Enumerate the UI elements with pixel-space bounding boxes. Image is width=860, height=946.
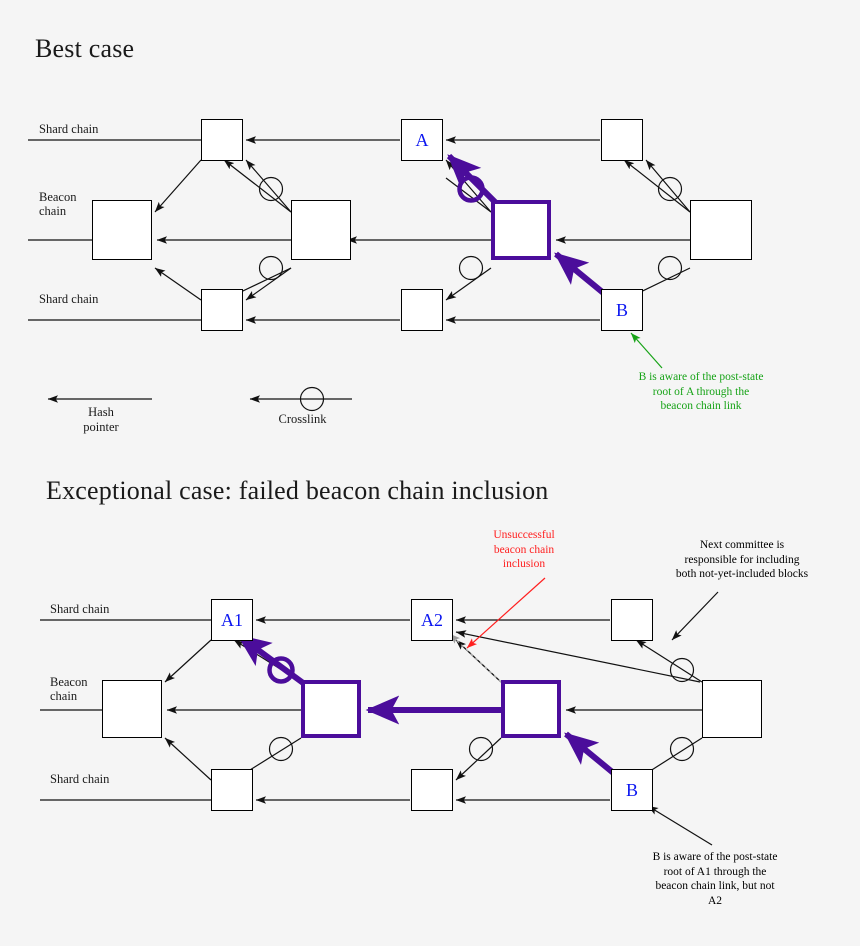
beacon2-block-1[interactable] — [102, 680, 162, 738]
beacon-block-2-label — [292, 201, 350, 259]
shard-bottom2-block-b[interactable]: B — [611, 769, 653, 811]
shard-top-block-1[interactable] — [201, 119, 243, 161]
note-b-aware-a1: B is aware of the post-state root of A1 … — [652, 851, 778, 907]
row-label-beacon-text: Beacon chain — [39, 190, 77, 218]
shard-bottom-block-b-label: B — [615, 299, 628, 320]
section-title-best-case: Best case — [35, 34, 135, 63]
row-label-shard-top: Shard chain — [39, 122, 99, 136]
beacon-block-4[interactable] — [690, 200, 752, 260]
shard-top-block-1-label — [202, 120, 242, 160]
shard-bottom2-block-2-label — [412, 770, 452, 810]
note-b-aware-a: B is aware of the post-state root of A t… — [638, 371, 764, 412]
shard-bottom-block-2-label — [402, 290, 442, 330]
shard-bottom-block-2[interactable] — [401, 289, 443, 331]
shard-bottom2-block-b-label: B — [625, 779, 638, 800]
beacon-block-1[interactable] — [92, 200, 152, 260]
beacon-block-2[interactable] — [291, 200, 351, 260]
shard-bottom2-block-2[interactable] — [411, 769, 453, 811]
beacon2-block-1-label — [103, 681, 161, 737]
beacon2-block-highlighted-2[interactable] — [501, 680, 561, 738]
note-next-committee: Next committee is responsible for includ… — [675, 539, 809, 580]
shard-top-block-a2-label: A2 — [421, 609, 443, 630]
beacon2-block-4-label — [703, 681, 761, 737]
row-label-beacon-2-text: Beacon chain — [50, 675, 88, 703]
shard-top-block-a[interactable]: A — [401, 119, 443, 161]
row-label-beacon: Beacon chain — [39, 190, 77, 218]
beacon-block-4-label — [691, 201, 751, 259]
shard-bottom2-block-1-label — [212, 770, 252, 810]
shard-top-block-3[interactable] — [601, 119, 643, 161]
shard-top-block-3-label — [602, 120, 642, 160]
beacon2-block-4[interactable] — [702, 680, 762, 738]
shard-top-block-a1[interactable]: A1 — [211, 599, 253, 641]
shard-bottom-block-1[interactable] — [201, 289, 243, 331]
row-label-shard-bottom-2: Shard chain — [50, 772, 110, 786]
shard-bottom-block-b[interactable]: B — [601, 289, 643, 331]
legend-crosslink-label: Crosslink — [278, 412, 327, 426]
row-label-shard-bottom: Shard chain — [39, 292, 99, 306]
shard-top-block-a2[interactable]: A2 — [411, 599, 453, 641]
row-label-shard-top-2: Shard chain — [50, 602, 110, 616]
beacon2-block-highlighted-1[interactable] — [301, 680, 361, 738]
shard-bottom-block-1-label — [202, 290, 242, 330]
row-label-beacon-2: Beacon chain — [50, 675, 88, 703]
beacon2-block-highlighted-2-label — [505, 684, 557, 734]
note-unsuccessful-inclusion: Unsuccessful beacon chain inclusion — [493, 529, 555, 570]
legend-hash-pointer-label: Hash pointer — [83, 405, 119, 434]
section-title-exceptional-case: Exceptional case: failed beacon chain in… — [46, 476, 549, 505]
shard-top-block-a-label: A — [415, 129, 429, 150]
beacon-block-1-label — [93, 201, 151, 259]
shard-top-block-a1-label: A1 — [221, 609, 243, 630]
beacon2-block-highlighted-1-label — [305, 684, 357, 734]
beacon-block-highlighted[interactable] — [491, 200, 551, 260]
shard-top-block-2-3-label — [612, 600, 652, 640]
shard-top-block-2-3[interactable] — [611, 599, 653, 641]
beacon-block-highlighted-label — [495, 204, 547, 256]
shard-bottom2-block-1[interactable] — [211, 769, 253, 811]
